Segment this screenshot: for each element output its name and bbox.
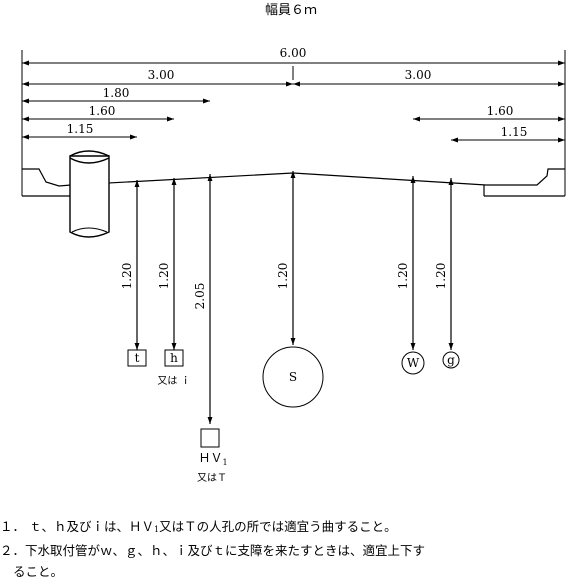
diagram-title: 幅員６ｍ: [265, 3, 317, 18]
symbol-h-alt-label: 又は ｉ: [157, 375, 190, 387]
dim-right-160-label: 1.60: [487, 104, 514, 118]
depth-g-label: 1.20: [434, 263, 448, 290]
depth-s-label: 1.20: [276, 263, 290, 290]
dim-half-right-label: 3.00: [405, 68, 432, 82]
note-2-line-1: ２．下水取付管がｗ、ｇ、ｈ、ｉ及びｔに支障を来たすときは、適宜上下す: [0, 543, 426, 558]
symbol-h-label: h: [170, 351, 178, 365]
note-1-sub: 1: [153, 525, 160, 534]
symbol-hv-main: ＨＶ: [198, 451, 222, 465]
dim-total-label: 6.00: [280, 46, 307, 60]
symbol-s-circle: [262, 346, 324, 408]
dim-right-115-label: 1.15: [501, 125, 528, 139]
utility-cylinder: [69, 150, 110, 238]
symbol-hv-alt-label: 又はＴ: [197, 472, 227, 484]
note-1: １． ｔ、ｈ及びｉは、ＨＶ1又はＴの人孔の所では適宜う曲すること。: [0, 516, 582, 540]
symbol-g-label: g: [447, 353, 455, 367]
symbol-hv-box: [200, 428, 220, 448]
symbol-t-label: t: [135, 351, 140, 365]
depth-t-label: 1.20: [120, 263, 134, 290]
pipe-lines: [134, 171, 454, 424]
dim-left-115-label: 1.15: [67, 122, 94, 136]
depth-h-label: 1.20: [157, 263, 171, 290]
symbol-hv-sub: 1: [222, 458, 227, 467]
dim-half-left-label: 3.00: [148, 68, 175, 82]
symbol-t-box: [127, 349, 147, 367]
depth-hv-label: 2.05: [193, 283, 207, 310]
symbol-h-box: [164, 349, 184, 367]
notes-section: １． ｔ、ｈ及びｉは、ＨＶ1又はＴの人孔の所では適宜う曲すること。 ２．下水取付…: [0, 516, 582, 582]
symbol-s-label: S: [289, 370, 297, 384]
note-2-line-2: ること。: [13, 564, 64, 579]
dim-left-160-label: 1.60: [89, 104, 116, 118]
symbol-g-circle: [442, 351, 460, 369]
symbol-hv-label: ＨＶ1: [198, 451, 227, 467]
note-1-post: 又はＴの人孔の所では適宜う曲すること。: [159, 519, 397, 534]
note-1-pre: １． ｔ、ｈ及びｉは、ＨＶ: [0, 519, 154, 534]
depth-w-label: 1.20: [396, 263, 410, 290]
symbol-w-circle: [401, 351, 425, 375]
symbol-w-label: W: [407, 356, 420, 370]
dim-left-180-label: 1.80: [103, 86, 130, 100]
road-cross-section-diagram: 幅員６ｍ 6.00 3.00 3.00 1.80 1.60 1.15 1.60 …: [21, 3, 566, 484]
dimension-lines: [22, 60, 565, 143]
